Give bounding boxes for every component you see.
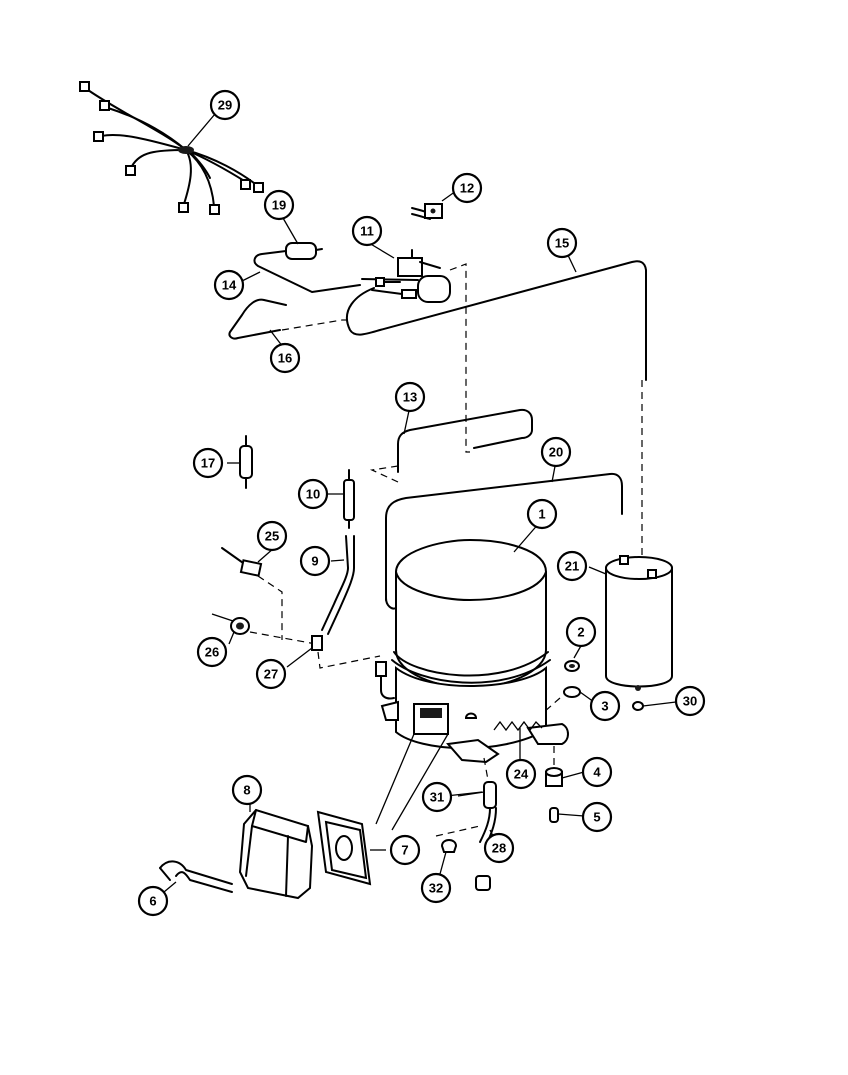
callout-29-label: 29 bbox=[218, 98, 232, 113]
callout-24: 24 bbox=[505, 758, 537, 790]
mount-grommet bbox=[543, 660, 595, 713]
callout-30: 30 bbox=[674, 685, 706, 717]
terminal-cover bbox=[238, 800, 314, 900]
grommet bbox=[211, 613, 317, 645]
callout-12-label: 12 bbox=[460, 181, 474, 196]
tube-loop bbox=[369, 408, 533, 483]
callout-4: 4 bbox=[581, 756, 613, 788]
callout-28: 28 bbox=[483, 832, 515, 864]
callout-9-label: 9 bbox=[311, 554, 318, 569]
callout-5-label: 5 bbox=[593, 810, 600, 825]
nut bbox=[632, 701, 677, 711]
gasket-plate bbox=[316, 810, 386, 886]
callout-2-label: 2 bbox=[577, 625, 584, 640]
callout-6-label: 6 bbox=[149, 894, 156, 909]
callout-2: 2 bbox=[565, 616, 597, 648]
tube-fitting bbox=[311, 635, 381, 669]
callout-7-label: 7 bbox=[401, 843, 408, 858]
callout-13-label: 13 bbox=[403, 390, 417, 405]
discharge-tube bbox=[385, 472, 623, 610]
callout-21-label: 21 bbox=[565, 559, 579, 574]
callout-17-label: 17 bbox=[201, 456, 215, 471]
callout-32: 32 bbox=[420, 872, 452, 904]
callout-6: 6 bbox=[137, 885, 169, 917]
callout-14-label: 14 bbox=[222, 278, 237, 293]
retaining-clip bbox=[159, 860, 233, 893]
long-tube bbox=[346, 260, 647, 381]
callout-20: 20 bbox=[540, 436, 572, 468]
callout-24-label: 24 bbox=[514, 767, 529, 782]
bent-tube bbox=[228, 298, 343, 340]
callout-9: 9 bbox=[299, 545, 331, 577]
callout-29: 29 bbox=[209, 89, 241, 121]
callout-31: 31 bbox=[421, 781, 453, 813]
callout-8-label: 8 bbox=[243, 783, 250, 798]
callout-20-label: 20 bbox=[549, 445, 563, 460]
callout-5: 5 bbox=[581, 801, 613, 833]
callout-19-label: 19 bbox=[272, 198, 286, 213]
process-tube bbox=[321, 535, 355, 635]
callout-27: 27 bbox=[255, 658, 287, 690]
mount-spacer bbox=[545, 746, 585, 823]
wiring-harness bbox=[79, 81, 264, 215]
callout-25-label: 25 bbox=[265, 529, 279, 544]
callout-32-label: 32 bbox=[429, 881, 443, 896]
callout-28-label: 28 bbox=[492, 841, 506, 856]
callout-8: 8 bbox=[231, 774, 263, 806]
small-drier bbox=[239, 435, 253, 489]
callout-19: 19 bbox=[263, 189, 295, 221]
valve-assembly bbox=[361, 249, 451, 303]
callout-10-label: 10 bbox=[306, 487, 320, 502]
callout-12: 12 bbox=[451, 172, 483, 204]
callout-30-label: 30 bbox=[683, 694, 697, 709]
callout-1: 1 bbox=[526, 498, 558, 530]
callout-15-label: 15 bbox=[555, 236, 569, 251]
callout-31-label: 31 bbox=[430, 790, 444, 805]
process-fitting bbox=[343, 469, 355, 529]
callout-15: 15 bbox=[546, 227, 578, 259]
callout-7: 7 bbox=[389, 834, 421, 866]
callout-27-label: 27 bbox=[264, 667, 278, 682]
compressor bbox=[375, 538, 569, 764]
callout-4-label: 4 bbox=[593, 765, 601, 780]
plug bbox=[475, 875, 491, 891]
solenoid-coil bbox=[411, 203, 443, 220]
callout-26-label: 26 bbox=[205, 645, 219, 660]
callout-21: 21 bbox=[556, 550, 588, 582]
callout-3: 3 bbox=[589, 690, 621, 722]
callout-3-label: 3 bbox=[601, 699, 608, 714]
drier-capillary bbox=[253, 242, 361, 293]
callout-1-label: 1 bbox=[538, 507, 545, 522]
callout-17: 17 bbox=[192, 447, 224, 479]
callout-26: 26 bbox=[196, 636, 228, 668]
callout-14: 14 bbox=[213, 269, 245, 301]
callout-25: 25 bbox=[256, 520, 288, 552]
callout-11: 11 bbox=[351, 215, 383, 247]
cap bbox=[435, 825, 481, 875]
callout-11-label: 11 bbox=[360, 224, 374, 239]
wire-connector bbox=[221, 547, 283, 640]
callout-16: 16 bbox=[269, 342, 301, 374]
callout-16-label: 16 bbox=[278, 351, 292, 366]
callout-10: 10 bbox=[297, 478, 329, 510]
service-fitting bbox=[457, 757, 497, 847]
callout-13: 13 bbox=[394, 381, 426, 413]
accumulator bbox=[605, 555, 673, 691]
